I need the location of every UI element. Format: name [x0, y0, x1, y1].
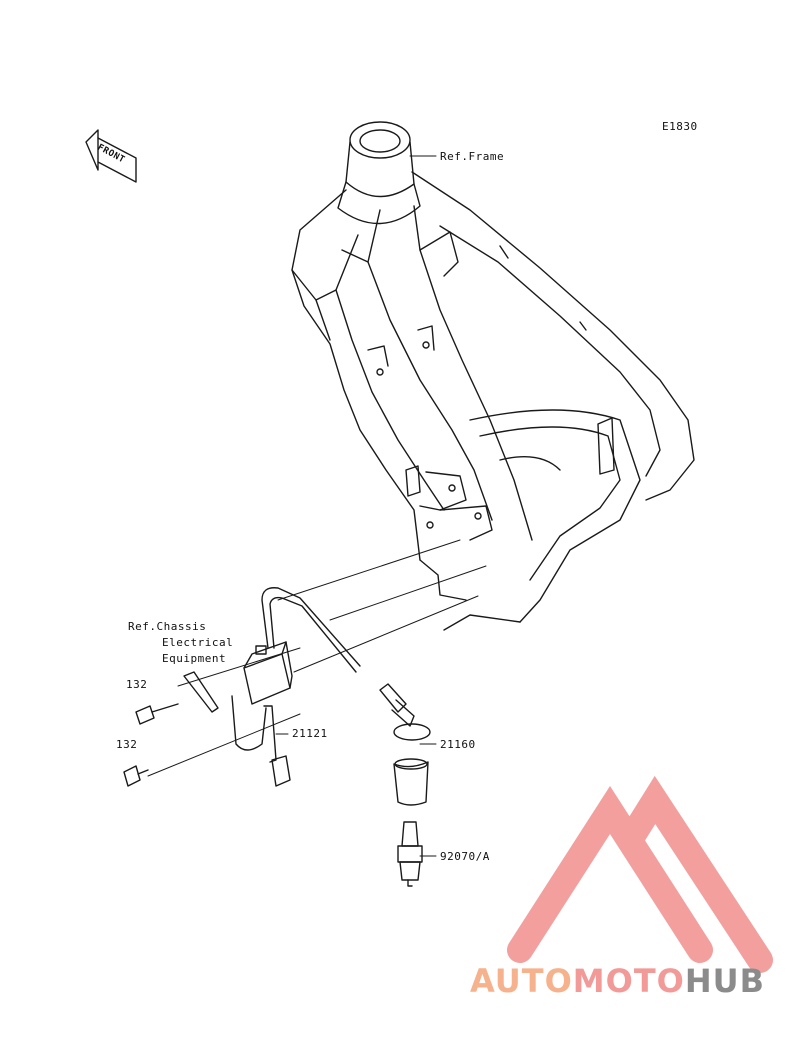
- bolt-upper: [135, 671, 219, 725]
- watermark-part-moto: MOTO: [572, 962, 685, 1000]
- label-ref-frame: Ref.Frame: [440, 150, 505, 163]
- label-bolt-lower: 132: [116, 738, 138, 751]
- label-bolt-upper: 132: [126, 678, 148, 691]
- leader-lines: [147, 155, 487, 857]
- label-ref-chassis: Ref.Chassis: [128, 620, 207, 633]
- frame-mount-bracket: [367, 325, 493, 541]
- diagram-code: E1830: [662, 120, 698, 133]
- watermark-part-auto: AUTO: [470, 962, 573, 1000]
- watermark-logo: [507, 775, 773, 973]
- frame-top-rail: [411, 171, 695, 501]
- frame-rear-rail: [443, 409, 641, 631]
- frame-main-spar: [341, 205, 533, 541]
- spark-plug: [397, 821, 423, 887]
- watermark-part-hub: HUB: [684, 962, 766, 1000]
- front-arrow-icon: [85, 129, 137, 183]
- label-spark-plug: 92070/A: [440, 850, 490, 863]
- spark-plug-cap: [379, 683, 431, 806]
- bolt-lower: [123, 765, 149, 787]
- frame-down-tube: [291, 189, 467, 601]
- frame-head-tube: [337, 121, 421, 225]
- label-equipment: Equipment: [162, 652, 227, 665]
- label-plug-cap: 21160: [440, 738, 476, 751]
- label-electrical: Electrical: [162, 636, 234, 649]
- ignition-coil-lead: [261, 587, 361, 673]
- label-coil: 21121: [292, 727, 328, 740]
- ignition-coil: [231, 641, 293, 787]
- watermark-text: AUTOMOTOHUB: [470, 962, 765, 1000]
